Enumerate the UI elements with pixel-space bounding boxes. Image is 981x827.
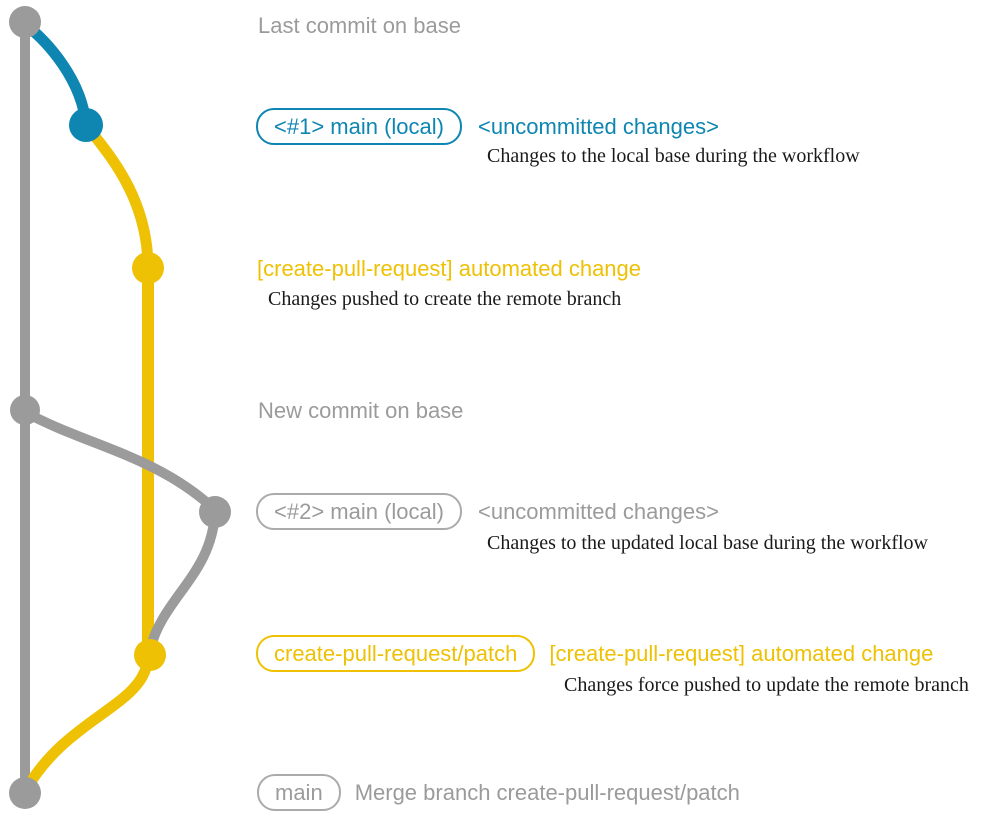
commit-message-automated-change-1: [create-pull-request] automated change [257,256,642,281]
commit-message-merge: Merge branch create-pull-request/patch [354,779,740,805]
commit-dot-last-base [9,6,41,38]
label-new-commit-on-base: New commit on base [258,398,464,423]
patch-branch-line-start [80,119,154,274]
commit-message-automated-change-2: [create-pull-request] automated change [549,640,934,666]
note-local-base-changes-2: Changes to the updated local base during… [487,532,928,554]
branch-tag-patch: create-pull-request/patch [256,635,536,672]
commit-graph [9,6,231,809]
status-uncommitted-changes-1: <uncommitted changes> [477,113,719,139]
row-local-main-2: <#2> main (local) <uncommitted changes> [256,493,719,530]
note-pushed-create-remote: Changes pushed to create the remote bran… [268,288,622,310]
commit-dot-local-main-2 [199,496,231,528]
note-local-base-changes-1: Changes to the local base during the wor… [487,145,860,167]
label-last-commit-on-base: Last commit on base [258,13,461,38]
local-main-branch-line-1 [19,18,92,131]
note-force-pushed-update: Changes force pushed to update the remot… [564,674,969,696]
row-merge: main Merge branch create-pull-request/pa… [257,774,740,811]
local-main-rebase-line [145,507,220,655]
commit-dot-new-base [10,395,40,425]
status-uncommitted-changes-2: <uncommitted changes> [477,498,719,524]
commit-dot-automated-change-2 [134,639,166,671]
row-local-main-1: <#1> main (local) <uncommitted changes> [256,108,719,145]
row-patch-branch: create-pull-request/patch [create-pull-r… [256,635,933,672]
branch-tag-main: main [257,774,341,811]
local-main-branch-line-2 [20,407,218,513]
commit-dot-merge [9,777,41,809]
commit-dot-automated-change-1 [132,252,164,284]
commit-dot-local-main-1 [69,108,103,142]
patch-branch-merge-line [21,649,154,794]
branch-tag-local-main-2: <#2> main (local) [256,493,462,530]
branch-tag-local-main-1: <#1> main (local) [256,108,462,145]
